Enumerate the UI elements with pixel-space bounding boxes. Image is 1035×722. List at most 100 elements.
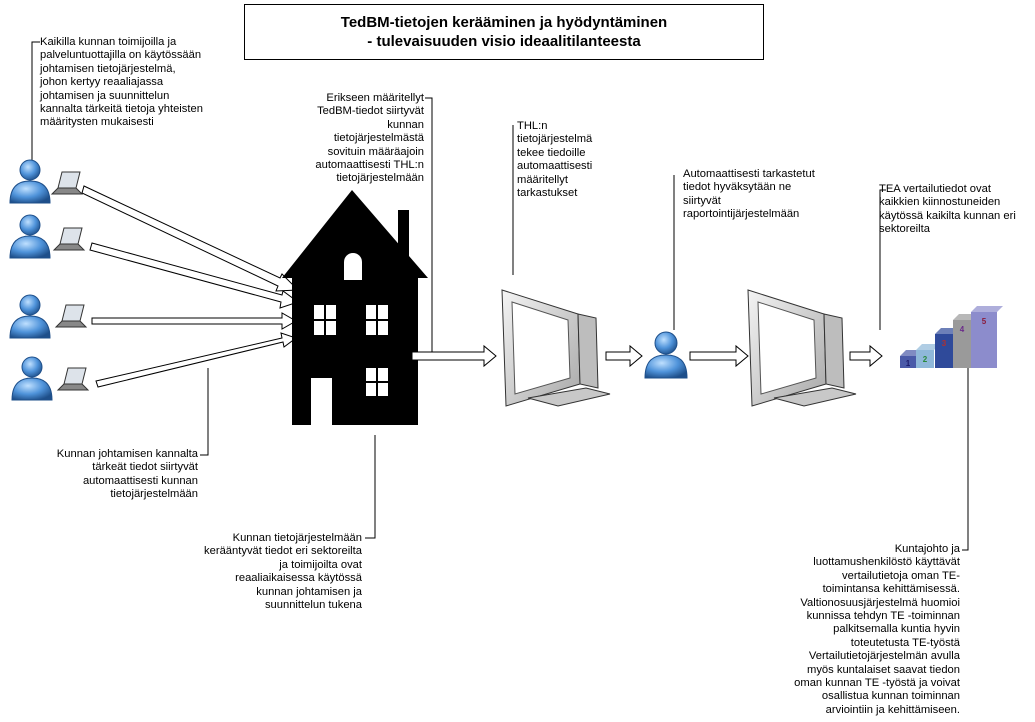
note-line: toimintansa kehittämisessä. [822,583,960,596]
note-line: Valtionosuusjärjestelmä huomioi [800,596,960,609]
title-line-2: - tulevaisuuden visio ideaalitilanteesta [367,33,641,50]
note-line: johtamisen tietojärjestelmä, [40,62,176,75]
note-line: Erikseen määritellyt [326,92,424,104]
step-label: 2 [923,355,928,364]
laptop-icon [52,227,86,251]
person-icon [9,294,51,339]
diagram-title: TedBM-tietojen kerääminen ja hyödyntämin… [244,4,764,60]
note-line: kannalta tärkeitä tietoja yhteisten [40,103,203,116]
note-line: ja toimijoilta ovat [279,558,362,571]
user-group [9,159,90,401]
note-line: reaaliaikaisessa käytössä [235,572,362,585]
note-line: tekee tiedoille [517,146,586,159]
step-top [916,344,940,350]
note-line: Kunnan johtamisen kannalta [56,448,198,460]
note-line: Automaattisesti tarkastetut [683,168,815,180]
note-line: automaattisesti kunnan [82,474,198,487]
monitor-icon [747,289,857,407]
note-line: raportointijärjestelmään [683,208,800,221]
note-line: TEA vertailutiedot ovat [879,183,991,195]
arrow-1 [81,185,300,292]
note-line: Kuntajohto ja [894,543,960,555]
note-line: Kaikilla kunnan toimijoilla ja [40,36,177,48]
note-line: kerääntyvät tiedot eri sektoreilta [204,545,362,558]
note-line: tärkeät tiedot siirtyvät [92,461,198,474]
note-line: palkitsemalla kuntia hyvin [833,623,960,636]
note-line: tarkastukset [517,187,578,200]
step-bar [953,320,971,368]
step-top [971,306,1003,312]
bar-steps-icon: 1 2 3 4 5 [900,306,1003,368]
note-line: tietojärjestelmään [336,172,424,185]
arrow-4 [95,332,298,388]
monitor-icon [501,289,611,407]
note-line: automaattisesti THL:n [315,159,424,172]
arrow-person-to-report [689,344,749,368]
flow-arrows [411,344,883,368]
person-icon [11,356,53,401]
note-line: automaattisesti [517,160,593,173]
step-bar [916,350,934,368]
note-line: toteutetusta TE-työstä [850,636,960,649]
note-line: Vertailutietojärjestelmän avulla [808,650,960,663]
note-line: THL:n [517,120,548,132]
arrow-thl-to-person [605,344,643,368]
arrow-2 [89,242,300,309]
arrow-3 [91,312,298,330]
note-line: palveluntuottajilla on käytössään [40,49,202,62]
note-line: tietojärjestelmään [110,488,198,501]
note-line: sektoreilta [879,223,930,236]
note-line: kaikkien kiinnostuneiden [879,196,1001,209]
step-label: 5 [982,317,987,326]
step-bar [900,356,916,368]
title-line-1: TedBM-tietojen kerääminen ja hyödyntämin… [340,14,668,31]
user-arrows [81,185,300,388]
person-icon [9,214,51,259]
laptop-icon [56,367,90,391]
note-line: tietojärjestelmä [517,133,593,146]
laptop-icon [50,171,84,195]
step-label: 1 [906,359,911,368]
note-line: suunnittelun tukena [264,599,362,612]
note-line: luottamushenkilöstö käyttävät [813,556,960,569]
note-line: tiedot hyväksytään ne [683,181,792,194]
note-line: myös kuntalaiset saavat tiedon [807,663,960,676]
note-line: arviointiin ja kehittämiseen. [825,703,960,716]
arrow-house-to-thl [411,344,497,368]
note-line: siirtyvät [683,194,721,207]
step-label: 3 [942,339,947,348]
note-line: kunnan [387,118,424,131]
step-bar [971,312,997,368]
note-line: TedBM-tiedot siirtyvät [317,105,424,118]
house-icon [282,190,428,425]
note-line: käytössä kaikilta kunnan eri [879,209,1016,222]
note-line: määritellyt [517,173,568,186]
note-line: osallistua kunnan toiminnan [821,690,960,703]
callout-lines [31,41,969,551]
note-line: vertailutietoja oman TE- [842,569,960,582]
laptop-icon [54,304,88,328]
note-line: oman kunnan TE -työstä ja voivat [794,677,960,690]
note-line: kunnissa tehdyn TE -toiminnan [806,610,960,623]
note-line: määritysten mukaisesti [40,116,154,129]
person-icon [9,159,51,204]
note-line: tietojärjestelmästä [333,132,424,145]
note-line: kunnan johtamisen ja [256,585,362,598]
person-icon [644,331,688,379]
step-label: 4 [960,325,965,334]
note-line: johon kertyy reaaliajassa [40,76,164,89]
note-line: Kunnan tietojärjestelmään [232,532,362,544]
note-line: johtamisen ja suunnittelun [40,89,170,102]
step-bar [935,334,953,368]
arrow-report-to-steps [849,344,883,368]
note-line: sovituin määräajoin [327,145,424,158]
